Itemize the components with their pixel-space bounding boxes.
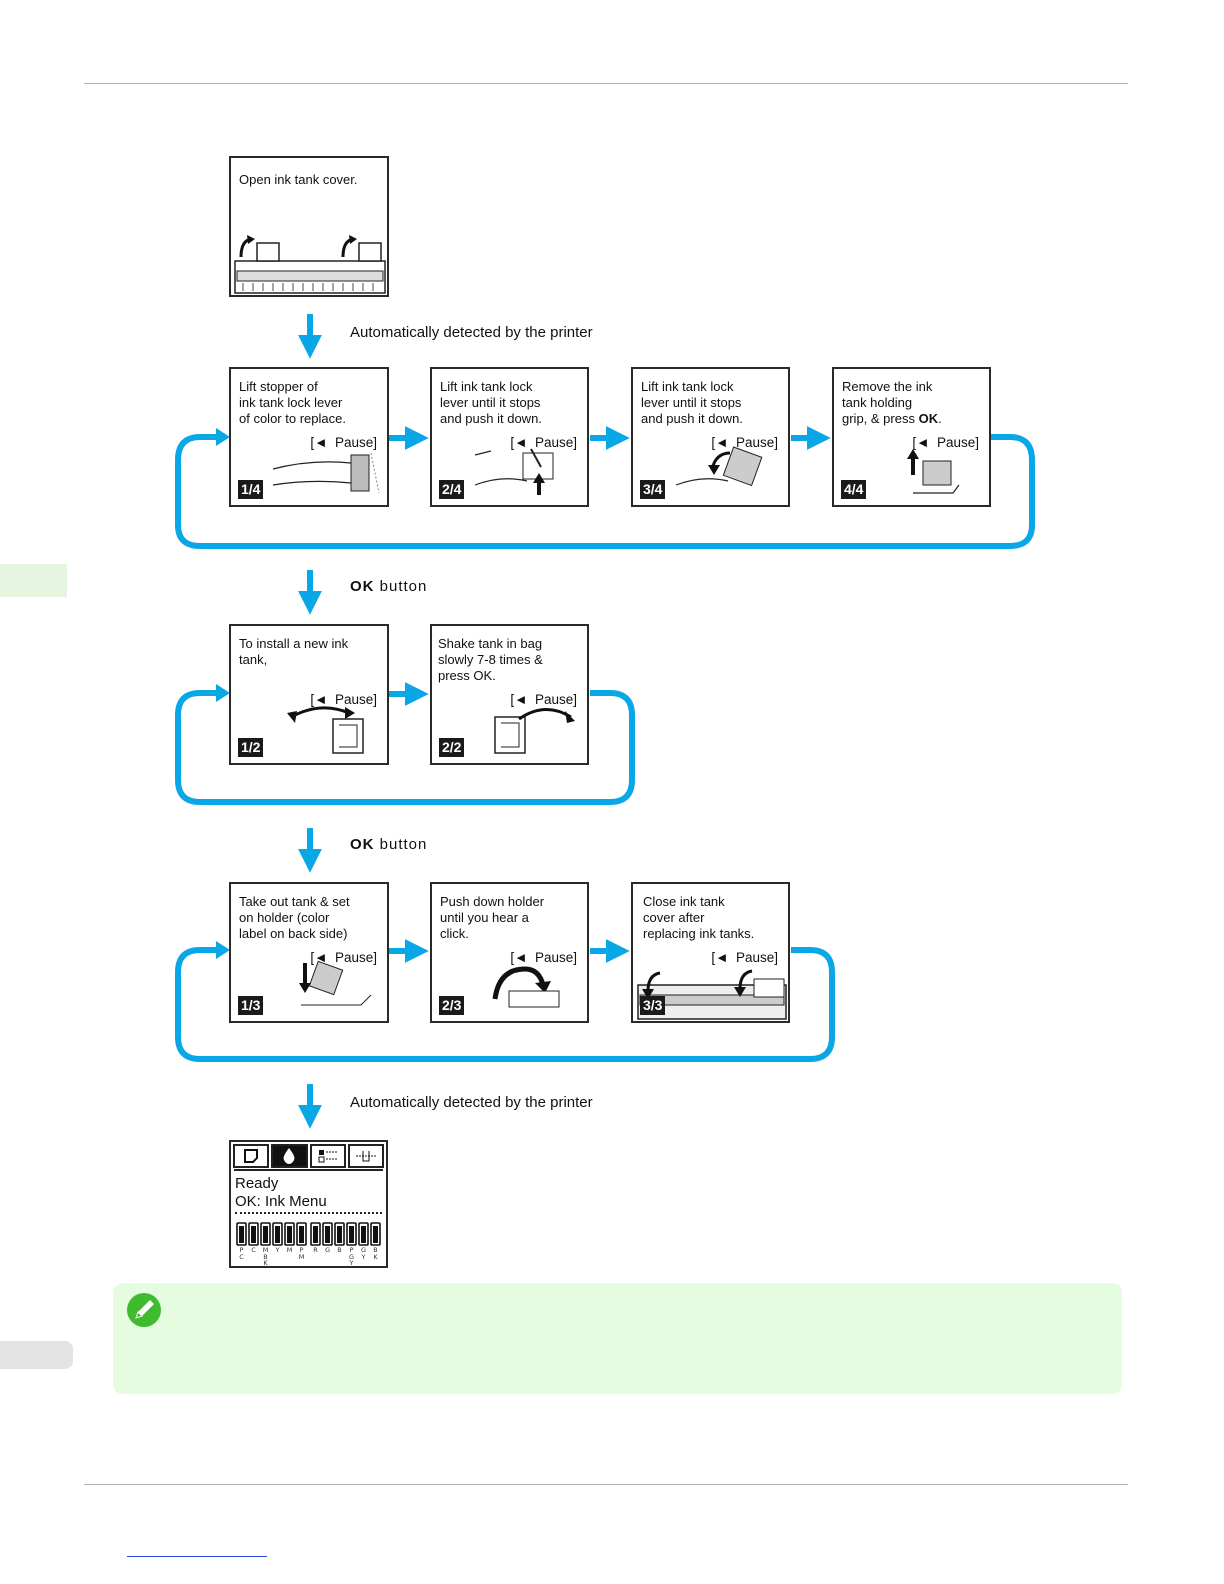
step-badge: 1/3 [238,996,264,1015]
panel-step-1-3: Take out tank & set on holder (color lab… [229,882,389,1023]
panel-text: Close ink tank cover after replacing ink… [643,894,755,941]
panel-text-pre: Remove the ink tank holding grip, & pres… [842,379,933,426]
caption-auto-detect-2: Automatically detected by the printer [350,1094,593,1111]
header-rule [84,83,1128,84]
panel-step-2-2: Shake tank in bag slowly 7-8 times & pre… [430,624,589,765]
ink-label: G Y [360,1246,367,1261]
ink-label: P M [298,1246,305,1261]
ink-label: P G Y [348,1246,355,1267]
ink-level-bars [236,1222,381,1246]
ink-label: C [251,1246,256,1254]
pause-hint: [◄ Pause] [510,692,577,707]
pause-hint: [◄ Pause] [310,692,377,707]
ink-label: B [337,1246,342,1254]
lcd-status: Ready [235,1175,279,1192]
maintenance-icon [347,1144,384,1168]
panel-step-2-4: Lift ink tank lock lever until it stops … [430,367,589,507]
lcd-menu-hint: OK: Ink Menu [235,1193,327,1210]
caption-ok-button-2: OK button [350,836,427,853]
footer-link-underline[interactable] [127,1556,267,1557]
lcd-tab-bar [233,1144,384,1168]
pause-hint: [◄ Pause] [510,950,577,965]
ok-label: OK [350,578,375,595]
panel-step-2-3: Push down holder until you hear a click.… [430,882,589,1023]
pencil-note-icon [127,1293,161,1327]
step-badge: 3/4 [640,480,666,499]
ink-label: M B K [262,1246,269,1267]
footer-rule [84,1484,1128,1485]
step-badge: 3/3 [640,996,666,1015]
lcd-dotted-separator [235,1212,382,1214]
printer-cover-illustration [234,235,386,294]
ink-label: R [313,1246,318,1254]
panel-step-1-2: To install a new ink tank, [◄ Pause] 1/2 [229,624,389,765]
step-badge: 4/4 [841,480,867,499]
step-badge: 2/2 [439,738,465,757]
panel-text: Take out tank & set on holder (color lab… [239,894,350,941]
step-badge: 1/4 [238,480,264,499]
ink-label: P C [239,1246,244,1261]
panel-text: Push down holder until you hear a click. [440,894,545,941]
pause-hint: [◄ Pause] [711,435,778,450]
panel-step-3-3: Close ink tank cover after replacing ink… [631,882,790,1023]
hand-lift-stopper-illustration [272,452,380,494]
step-badge: 1/2 [238,738,264,757]
lever-push-illustration [474,448,554,495]
caption-ok-button-1: OK button [350,578,427,595]
ok-label: OK [350,836,375,853]
note-box [113,1283,1122,1394]
push-holder-illustration [492,966,560,1008]
panel-text: Lift ink tank lock lever until it stops … [641,379,743,426]
panel-step-4-4: Remove the ink tank holding grip, & pres… [832,367,991,507]
panel-text: Open ink tank cover. [239,172,358,187]
panel-text-post: . [938,411,942,426]
ink-label: G [324,1246,331,1254]
shake-tank-illustration [494,708,575,754]
pause-hint: [◄ Pause] [510,435,577,450]
pause-hint: [◄ Pause] [912,435,979,450]
paper-icon [233,1144,270,1168]
pause-hint: [◄ Pause] [310,950,377,965]
panel-text: To install a new ink tank, [239,636,349,667]
shake-tank-illustration [287,706,364,754]
remove-grip-illustration [907,449,960,494]
button-label: button [374,578,428,595]
panel-step-3-4: Lift ink tank lock lever until it stops … [631,367,790,507]
set-tank-illustration [299,960,372,1006]
panel-text: Shake tank in bag slowly 7-8 times & pre… [438,636,543,683]
step-badge: 2/4 [439,480,465,499]
panel-text: Remove the ink tank holding grip, & pres… [842,379,983,427]
step-badge: 2/3 [439,996,465,1015]
ink-label: Y [275,1246,280,1254]
ink-label: M [286,1246,293,1254]
panel-text-ok: OK [918,411,939,426]
lcd-divider [234,1169,383,1171]
ink-drop-icon [271,1144,308,1168]
panel-step-1-4: Lift stopper of ink tank lock lever of c… [229,367,389,507]
pause-hint: [◄ Pause] [711,950,778,965]
settings-list-icon [309,1144,346,1168]
pause-hint: [◄ Pause] [310,435,377,450]
lever-push-down-illustration [675,446,763,487]
panel-text: Lift ink tank lock lever until it stops … [440,379,542,426]
caption-auto-detect-1: Automatically detected by the printer [350,324,593,341]
chapter-side-tab [0,564,67,597]
panel-open-cover: Open ink tank cover. [229,156,389,297]
ink-label: B K [373,1246,378,1261]
panel-text: Lift stopper of ink tank lock lever of c… [239,379,346,426]
button-label: button [374,836,428,853]
page-side-tab[interactable] [0,1341,73,1369]
